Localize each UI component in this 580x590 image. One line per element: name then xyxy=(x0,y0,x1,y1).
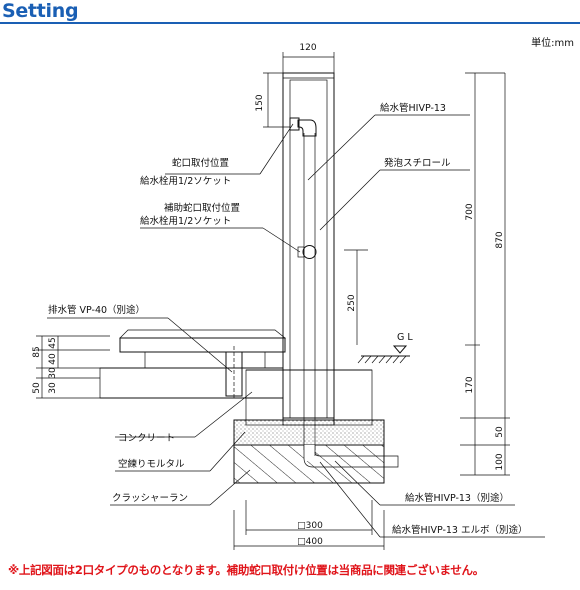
dim-700: 700 xyxy=(465,203,475,220)
drain-pipe xyxy=(225,346,243,400)
dim-100: 100 xyxy=(495,453,505,470)
label-mortar: 空練りモルタル xyxy=(118,458,185,470)
dim-left-85: 85 xyxy=(32,346,42,357)
dim-150-text: 150 xyxy=(255,94,265,111)
footnote: ※上記図面は2口タイプのものとなります。補助蛇口取付け位置は当商品に関連ございま… xyxy=(8,563,484,577)
supply-pipe xyxy=(289,117,317,450)
dims-right: 700 870 170 50 100 xyxy=(460,72,510,476)
leader-lines xyxy=(47,114,545,538)
dim-50: 50 xyxy=(495,426,505,438)
ground-level: G L xyxy=(357,332,413,364)
dim-left-40: 40 xyxy=(48,353,58,365)
dim-250-text: 250 xyxy=(347,294,357,311)
title-underline xyxy=(0,22,580,24)
sink-basin xyxy=(119,329,286,368)
label-supply-pipe: 給水管HIVP-13 xyxy=(380,102,446,114)
gl-label: G L xyxy=(397,332,413,343)
dim-170: 170 xyxy=(465,376,475,393)
label-foam: 発泡スチロール xyxy=(384,157,451,169)
dim-left-45: 45 xyxy=(48,337,58,348)
label-supply-pipe-separate: 給水管HIVP-13（別途） xyxy=(405,492,509,504)
dim-left-30b: 30 xyxy=(48,382,58,394)
label-concrete: コンクリート xyxy=(118,433,175,444)
label-faucet-socket: 給水栓用1/2ソケット xyxy=(140,175,231,187)
unit-label: 単位:mm xyxy=(531,38,574,49)
dims-bottom: □300 □400 xyxy=(233,500,385,550)
installation-drawing: 120 150 700 870 170 50 100 250 G L xyxy=(32,43,545,550)
sink-floor-slab xyxy=(99,367,284,399)
mortar-layer xyxy=(233,419,385,446)
dim-120: 120 xyxy=(299,43,316,53)
label-aux-faucet-socket: 給水栓用1/2ソケット xyxy=(140,215,231,227)
dim-base-300: □300 xyxy=(297,521,323,531)
dim-150: 150 xyxy=(255,72,290,128)
page-title: Setting xyxy=(2,0,79,22)
label-drain-pipe: 排水管 VP-40（別途） xyxy=(48,304,145,316)
label-faucet-position: 蛇口取付位置 xyxy=(172,157,229,169)
label-aux-faucet-position: 補助蛇口取付位置 xyxy=(164,202,240,214)
dim-base-400: □400 xyxy=(297,537,323,547)
dim-left-30: 30 xyxy=(48,367,58,379)
dim-870: 870 xyxy=(495,231,505,248)
dims-left: 85 45 40 30 50 30 xyxy=(32,335,110,399)
dim-left-50: 50 xyxy=(32,382,42,394)
column xyxy=(282,72,335,419)
supply-pipe-elbow xyxy=(303,445,399,468)
dim-250: 250 xyxy=(344,249,368,345)
label-crusher-run: クラッシャーラン xyxy=(112,493,188,504)
dim-top-width: 120 xyxy=(282,43,335,73)
label-supply-pipe-elbow: 給水管HIVP-13 エルボ（別途） xyxy=(392,524,528,536)
header: Setting xyxy=(0,0,580,26)
